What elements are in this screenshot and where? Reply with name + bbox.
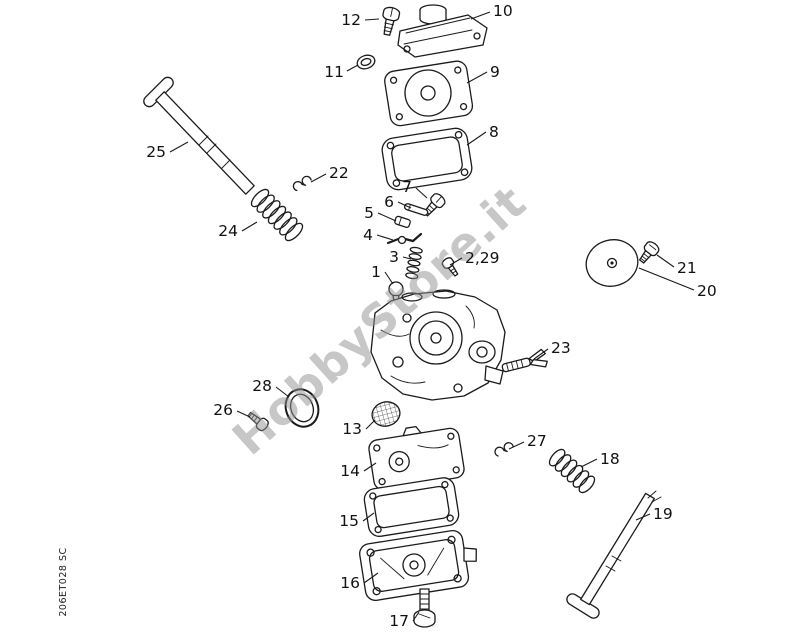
part-label-22: 22 [329, 164, 349, 182]
part-label-13: 13 [342, 420, 362, 438]
part-label-16: 16 [340, 574, 360, 592]
part-label-25: 25 [146, 143, 166, 161]
part-4-metering-lever-icon [386, 232, 423, 245]
leader-line-16 [363, 572, 379, 584]
leader-line-2,29 [449, 257, 463, 266]
leader-line-7 [415, 187, 428, 199]
part-label-21: 21 [677, 259, 697, 277]
part-13-screen-icon [371, 401, 401, 427]
leader-line-13 [365, 419, 376, 430]
leader-line-3 [402, 256, 412, 260]
leader-line-10 [470, 11, 491, 20]
part-label-20: 20 [697, 282, 717, 300]
part-label-1: 1 [371, 263, 381, 281]
part-24-spring-icon [250, 188, 304, 242]
part-label-5: 5 [364, 204, 374, 222]
leader-line-22 [310, 173, 327, 183]
part-2-29-screw-icon [441, 257, 459, 277]
part-3-spring-icon [405, 246, 423, 280]
part-label-24: 24 [218, 222, 238, 240]
part-label-15: 15 [339, 512, 359, 530]
part-16-cover-icon [359, 530, 477, 601]
part-26-screw-icon [247, 411, 269, 432]
part-label-4: 4 [363, 226, 373, 244]
part-label-11: 11 [324, 63, 344, 81]
part-18-spring-icon [548, 448, 596, 494]
part-label-26: 26 [213, 401, 233, 419]
leader-line-5 [377, 212, 397, 222]
leader-line-15 [362, 512, 375, 522]
part-22-clip-icon [292, 175, 312, 192]
leader-line-18 [580, 458, 598, 468]
leader-line-27 [508, 441, 525, 450]
part-label-7: 7 [402, 178, 412, 196]
leader-line-17 [412, 611, 420, 622]
leader-line-14 [363, 462, 377, 472]
part-27-clip-icon [494, 442, 514, 457]
leader-line-23 [533, 348, 549, 360]
part-label-17: 17 [389, 612, 409, 630]
part-9-pump-diaphragm-icon [384, 60, 474, 127]
part-8-pump-gasket-icon [381, 127, 473, 191]
leader-line-6 [397, 201, 412, 209]
part-17-screw-icon [413, 588, 436, 628]
part-label-3: 3 [389, 248, 399, 266]
part-artwork-layer [143, 4, 662, 628]
leader-line-11 [346, 64, 359, 72]
part-label-28: 28 [252, 377, 272, 395]
leader-line-20 [638, 267, 695, 291]
part-label-12: 12 [341, 11, 361, 29]
part-label-23: 23 [551, 339, 571, 357]
part-5-bushing-icon [394, 215, 411, 228]
part-25-lever-rod-icon [143, 76, 255, 195]
part-label-18: 18 [600, 450, 620, 468]
part-23-shaft-fork-icon [501, 348, 548, 373]
part-label-8: 8 [489, 123, 499, 141]
leader-line-12 [364, 18, 380, 21]
leader-line-19 [635, 513, 651, 521]
part-label-6: 6 [384, 193, 394, 211]
part-carburetor-body-icon [370, 289, 506, 401]
leader-line-26 [236, 410, 251, 418]
part-6-pin-icon [403, 203, 429, 216]
part-label-2,29: 2,29 [465, 249, 500, 267]
part-20-disc-icon [585, 239, 639, 287]
part-label-27: 27 [527, 432, 547, 450]
part-label-19: 19 [653, 505, 673, 523]
part-label-14: 14 [340, 462, 360, 480]
leader-line-8 [466, 131, 487, 146]
part-12-pump-cover-screw-icon [382, 6, 401, 36]
leader-line-28 [275, 386, 290, 398]
doc-code-text: 206ET028 SC [58, 547, 69, 616]
leader-line-9 [466, 71, 488, 84]
leader-line-21 [656, 254, 675, 268]
leader-line-1 [384, 271, 394, 285]
leader-line-4 [376, 234, 394, 241]
leader-line-25 [169, 141, 189, 153]
part-28-ring-icon [284, 388, 320, 428]
part-label-9: 9 [490, 63, 500, 81]
part-21-screw-icon [638, 241, 660, 264]
part-10-pump-cover-icon [397, 4, 488, 58]
part-15-gasket-icon [363, 477, 460, 537]
part-label-10: 10 [493, 2, 513, 20]
part-19-lever-rod-icon [566, 490, 662, 619]
part-14-metering-diaphragm-icon [368, 425, 465, 491]
leader-line-24 [241, 221, 258, 232]
